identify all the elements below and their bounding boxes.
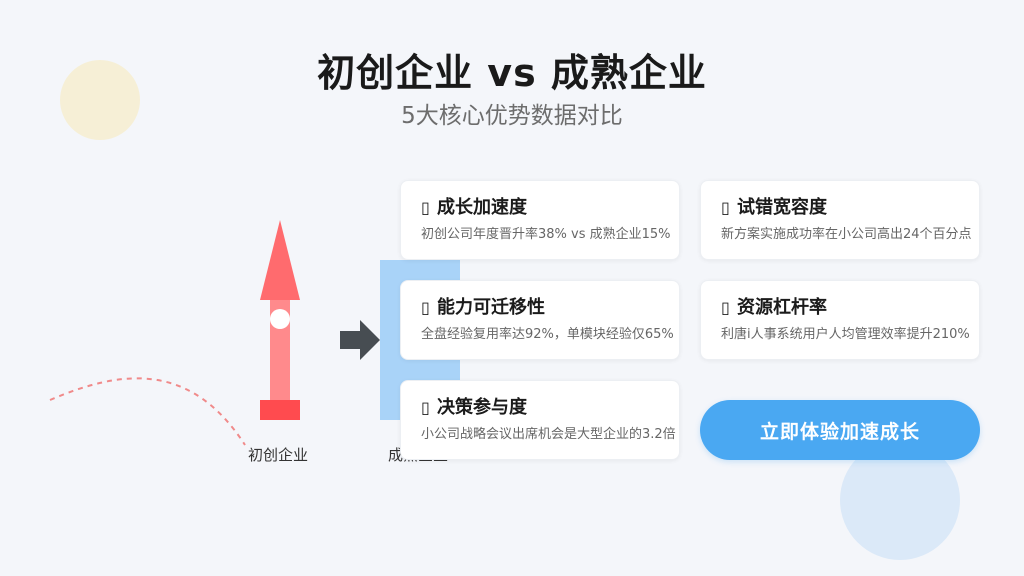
card-resource-leverage: ▯ 资源杠杆率 利唐i人事系统用户人均管理效率提升210% (700, 280, 980, 360)
card-desc: 利唐i人事系统用户人均管理效率提升210% (721, 327, 970, 342)
card-title: 试错宽容度 (737, 197, 827, 218)
placeholder-glyph-icon: ▯ (421, 398, 430, 417)
placeholder-glyph-icon: ▯ (721, 198, 730, 217)
card-desc: 全盘经验复用率达92%，单模块经验仅65% (421, 327, 674, 342)
page-subtitle: 5大核心优势数据对比 (401, 103, 623, 129)
page-title: 初创企业 vs 成熟企业 (317, 51, 707, 95)
placeholder-glyph-icon: ▯ (421, 298, 430, 317)
cta-button[interactable]: 立即体验加速成长 (700, 400, 980, 460)
card-decision-participation: ▯ 决策参与度 小公司战略会议出席机会是大型企业的3.2倍 (400, 380, 680, 460)
card-desc: 新方案实施成功率在小公司高出24个百分点 (721, 227, 972, 242)
arrow-right-icon (340, 320, 380, 360)
startup-label: 初创企业 (248, 446, 309, 464)
decorative-circle-yellow (60, 60, 140, 140)
card-desc: 小公司战略会议出席机会是大型企业的3.2倍 (421, 427, 676, 442)
card-growth-speed: ▯ 成长加速度 初创公司年度晋升率38% vs 成熟企业15% (400, 180, 680, 260)
card-skill-transfer: ▯ 能力可迁移性 全盘经验复用率达92%，单模块经验仅65% (400, 280, 680, 360)
card-title: 资源杠杆率 (737, 297, 827, 318)
decorative-circle-blue (840, 440, 960, 560)
placeholder-glyph-icon: ▯ (721, 298, 730, 317)
placeholder-glyph-icon: ▯ (421, 198, 430, 217)
rocket-icon (260, 220, 300, 420)
card-title: 决策参与度 (437, 397, 527, 418)
card-desc: 初创公司年度晋升率38% vs 成熟企业15% (421, 227, 671, 242)
card-title: 成长加速度 (437, 197, 527, 218)
card-error-tolerance: ▯ 试错宽容度 新方案实施成功率在小公司高出24个百分点 (700, 180, 980, 260)
card-title: 能力可迁移性 (437, 297, 545, 318)
